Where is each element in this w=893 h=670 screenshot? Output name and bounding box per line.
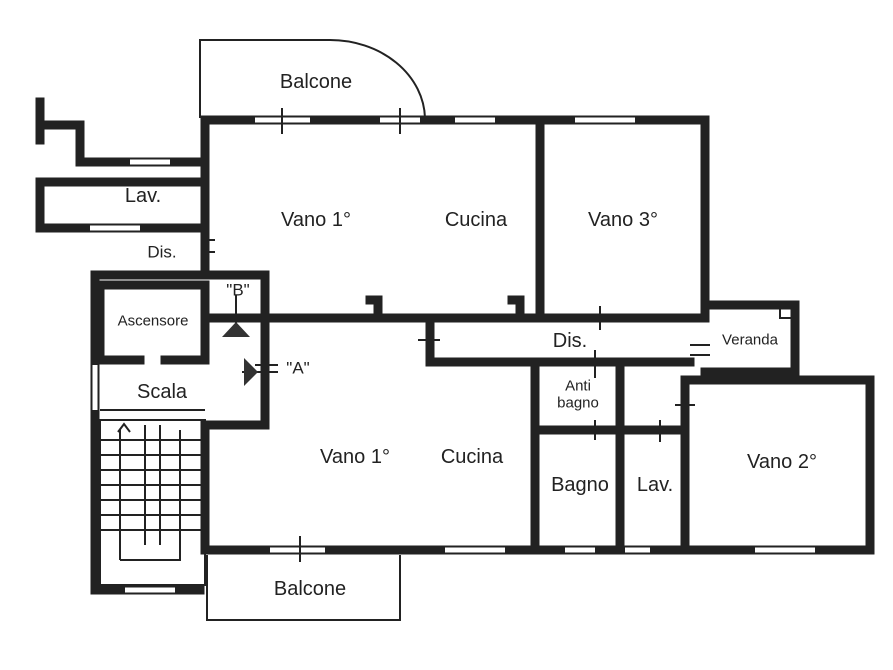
marker-a-label: "A"	[286, 358, 310, 378]
label-lav-bottom: Lav.	[636, 474, 674, 496]
label-balcone-bottom: Balcone	[273, 578, 347, 600]
interior-walls	[95, 120, 695, 550]
windows	[90, 117, 815, 593]
label-dis-left: Dis.	[147, 242, 177, 262]
label-vano3: Vano 3°	[588, 209, 658, 231]
staircase	[99, 419, 206, 586]
label-cucina-top: Cucina	[444, 209, 508, 231]
label-vano2: Vano 2°	[747, 451, 817, 473]
label-vano1-top: Vano 1°	[281, 209, 351, 231]
label-cucina-bottom: Cucina	[440, 446, 504, 468]
label-lav-top: Lav.	[124, 185, 162, 207]
label-scala: Scala	[136, 381, 188, 403]
label-dis-center: Dis.	[552, 330, 588, 352]
view-marker-a	[242, 358, 278, 386]
label-antibagno-line2: bagno	[557, 394, 599, 412]
label-vano1-bottom: Vano 1°	[320, 446, 390, 468]
label-bagno: Bagno	[551, 474, 609, 496]
label-antibagno-line1: Anti	[565, 377, 591, 395]
label-balcone-top: Balcone	[279, 71, 353, 93]
balcony-bottom-outline	[206, 555, 401, 621]
marker-b-label: "B"	[226, 280, 250, 300]
view-marker-b	[222, 295, 250, 337]
balcony-top-outline	[199, 39, 426, 119]
label-ascensore: Ascensore	[117, 312, 189, 330]
label-veranda: Veranda	[722, 331, 778, 349]
door-ticks	[205, 108, 710, 562]
